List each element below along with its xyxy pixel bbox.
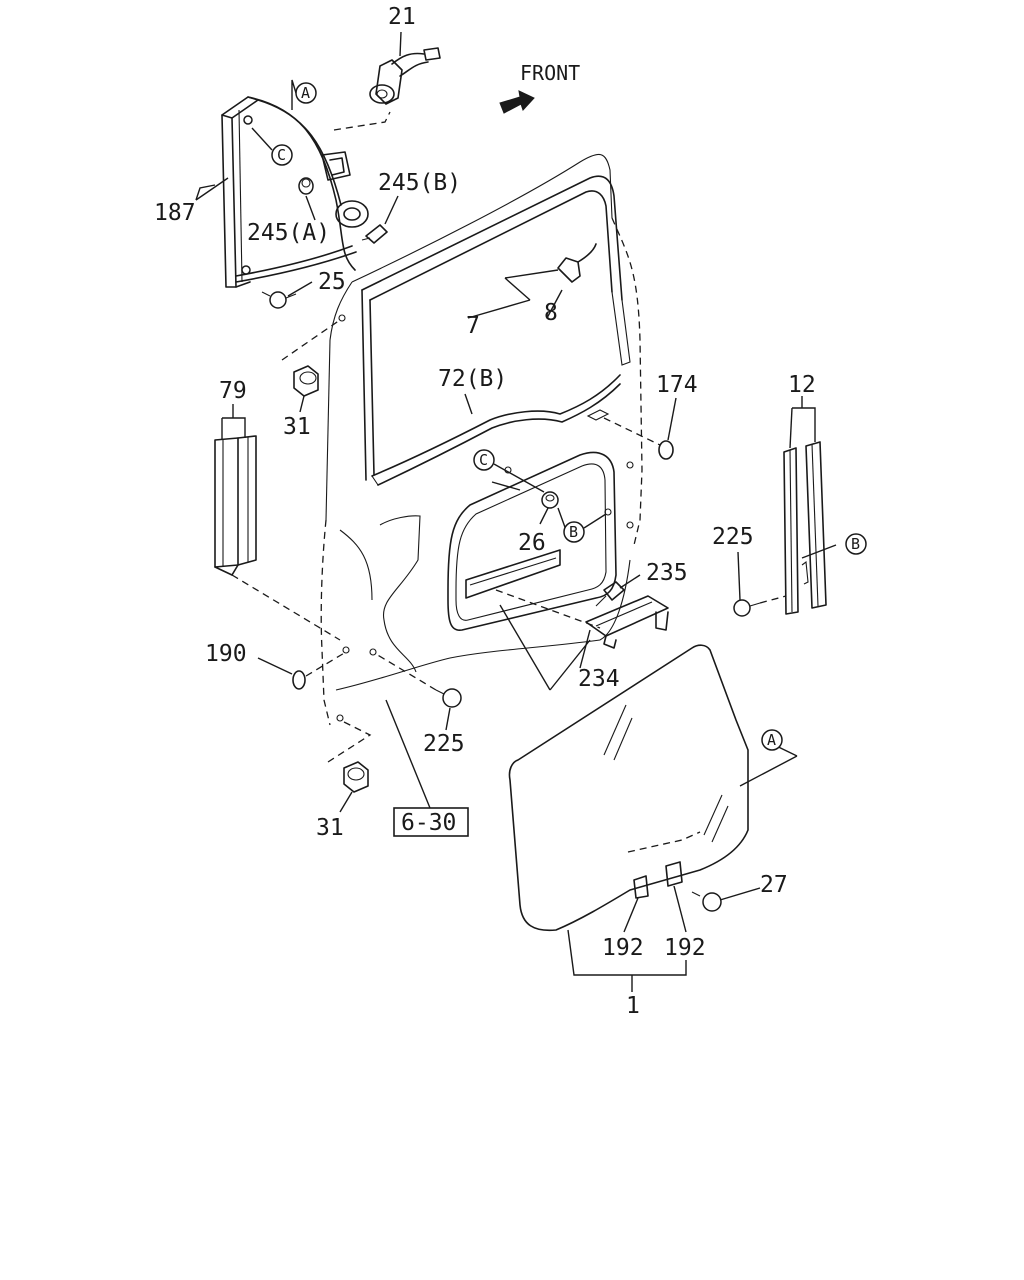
connector-c-panel: C: [473, 449, 545, 493]
bracket-assembly: [495, 581, 669, 649]
channel-79: [214, 435, 341, 641]
callout-72b: 72(B): [438, 366, 507, 392]
callout-7: 7: [466, 313, 480, 339]
leader-lines: [195, 31, 837, 992]
connector-b-right: B: [845, 533, 867, 555]
bolt-25: [261, 291, 297, 309]
callout-79: 79: [219, 378, 247, 404]
plug-190: [292, 670, 306, 690]
regulator-motor: [369, 47, 441, 105]
connector-a-glass-label: A: [767, 731, 776, 749]
callout-8: 8: [544, 300, 558, 326]
connector-c-top-label: C: [277, 146, 286, 164]
door-glass: [508, 644, 749, 932]
callout-1: 1: [626, 993, 640, 1019]
callout-192-left: 192: [602, 935, 644, 961]
callout-187: 187: [154, 200, 196, 226]
plug-174: [658, 440, 674, 460]
bumper-31-upper: [281, 319, 341, 397]
door-inner-panel: [320, 153, 643, 726]
callout-245b: 245(B): [378, 170, 461, 196]
window-regulator-assembly: [221, 96, 391, 288]
callout-235: 235: [646, 560, 688, 586]
front-arrow-icon: [499, 90, 535, 114]
callout-192-right: 192: [664, 935, 706, 961]
callout-31-lower: 31: [316, 815, 344, 841]
bolt-225-lower: [375, 653, 462, 708]
connector-a-top-label: A: [301, 84, 310, 102]
callout-234: 234: [578, 666, 620, 692]
channel-12: [733, 441, 827, 617]
connector-a-glass: A: [761, 729, 783, 751]
connector-b-panel: B: [563, 513, 607, 543]
callout-21: 21: [388, 4, 416, 30]
callout-174: 174: [656, 372, 698, 398]
callout-225-lower: 225: [423, 731, 465, 757]
connector-b-right-label: B: [851, 535, 860, 553]
callout-25: 25: [318, 269, 346, 295]
callout-12: 12: [788, 372, 816, 398]
callout-26: 26: [518, 530, 546, 556]
callout-245a: 245(A): [247, 220, 330, 246]
callout-190: 190: [205, 641, 247, 667]
reference-box-label: 6-30: [401, 810, 456, 836]
callout-31-upper: 31: [283, 414, 311, 440]
callout-225-right: 225: [712, 524, 754, 550]
callout-27: 27: [760, 872, 788, 898]
front-label: FRONT: [520, 61, 580, 85]
connector-c-top: C: [251, 127, 293, 166]
connector-b-panel-label: B: [569, 523, 578, 541]
bumper-31-lower: [327, 719, 372, 793]
reference-box[interactable]: 6-30: [393, 807, 469, 837]
connector-c-panel-label: C: [479, 451, 488, 469]
connector-a-top: A: [291, 79, 317, 110]
front-direction-indicator: FRONT: [499, 61, 580, 114]
callout-labels: 21 245(B) 245(A) 187 25 7 8 79 31 72(B) …: [154, 4, 816, 1019]
